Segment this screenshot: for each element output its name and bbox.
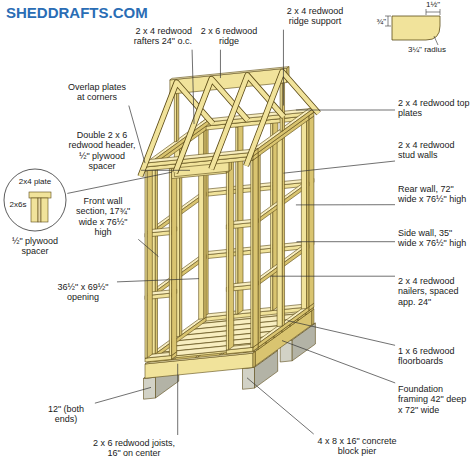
leader-line — [296, 204, 395, 205]
detail-board — [38, 198, 41, 222]
board-face — [312, 309, 314, 325]
board-face — [271, 123, 273, 310]
board-face — [277, 139, 282, 327]
leader-line — [220, 50, 221, 78]
dimension-line — [434, 36, 438, 45]
leader-line — [129, 106, 145, 164]
board-face — [253, 156, 258, 347]
board-profile — [392, 16, 440, 40]
callout-label: Side wall, 35" wide x 76½" high — [398, 228, 470, 249]
board-face — [155, 165, 157, 354]
callout-label: 2 x 4 redwood top plates — [398, 98, 470, 119]
callout-label: 12" (both ends) — [40, 404, 92, 425]
framing-board — [301, 120, 308, 309]
board-face — [251, 160, 253, 347]
leader-line — [283, 161, 395, 173]
framing-board — [174, 92, 178, 142]
leader-line — [138, 239, 158, 256]
leader-line — [296, 110, 395, 111]
rafter-end-detail — [385, 9, 440, 45]
board-face — [258, 155, 260, 344]
leader-line — [288, 321, 396, 346]
framing-board — [145, 352, 255, 379]
leader-line — [141, 170, 190, 171]
callout-label: Rear wall, 72" wide x 76½" high — [398, 184, 470, 205]
rafters — [140, 72, 318, 176]
board-face — [144, 377, 156, 399]
callout-label: ¾" — [372, 17, 386, 26]
callout-label: 2 x 4 redwood stud walls — [398, 140, 470, 161]
detail-board — [29, 192, 51, 198]
framing-board — [145, 167, 152, 358]
callout-label: Foundation framing 42" deep x 72" wide — [398, 384, 470, 415]
board-face — [172, 165, 177, 356]
leader-line — [95, 387, 151, 403]
leader-line — [282, 341, 395, 383]
rafter — [246, 72, 319, 166]
board-face — [307, 120, 309, 309]
dimension-line — [426, 9, 440, 15]
framing-board — [145, 149, 258, 167]
callout-label: Overlap plates at corners — [66, 82, 128, 103]
framing-board — [226, 159, 233, 350]
leader-line — [270, 276, 395, 277]
rafter-outline — [246, 72, 319, 166]
callout-label: 36½" x 69½" opening — [52, 282, 114, 303]
board-face — [145, 171, 147, 358]
board-face — [174, 94, 176, 142]
board-face — [253, 352, 255, 368]
circle-border — [4, 169, 66, 231]
leader-line — [192, 50, 194, 124]
callout-label: Front wall section, 17¾" wide x 76½" hig… — [70, 196, 136, 237]
framing-board — [280, 81, 284, 131]
board-face — [301, 121, 306, 309]
callout-label: 2 x 4 redwood ridge support — [282, 6, 348, 27]
detail-label: 2x6s — [8, 201, 28, 210]
callout-label: Double 2 x 6 redwood header, ½" plywood … — [66, 130, 138, 171]
leader-line — [177, 364, 178, 435]
board-face — [243, 367, 255, 389]
callout-label: 3¼" radius — [408, 45, 468, 54]
rafter-outline — [175, 79, 248, 173]
framing-board — [271, 120, 278, 311]
board-face — [280, 83, 282, 131]
rafter — [175, 79, 248, 173]
callout-label: 2 x 6 redwood joists, 16" on center — [88, 438, 180, 459]
callout-label: 1½" — [420, 0, 446, 9]
callout-label: 2 x 4 redwood rafters 24" o.c. — [108, 26, 192, 47]
board-face — [226, 163, 228, 350]
framing-board — [277, 137, 284, 326]
detail-board — [31, 198, 38, 222]
board-face — [282, 137, 284, 326]
board-face — [147, 167, 152, 358]
detail-circle: 2x4 plate 2x6s — [3, 168, 67, 232]
board-face — [145, 149, 258, 163]
callout-label: 4 x 8 x 16" concrete block pier — [316, 436, 398, 457]
leader-line — [117, 279, 199, 282]
callout-label: 1 x 6 redwood floorboards — [398, 346, 470, 367]
callout-label: 2 x 6 redwood ridge — [200, 26, 258, 47]
watermark: SHEDDRAFTS.COM — [6, 4, 206, 21]
detail-board — [41, 198, 48, 222]
board-face — [177, 92, 179, 142]
board-face — [169, 168, 171, 355]
callout-label: ½" plywood spacer — [2, 236, 68, 257]
framing-board — [170, 67, 289, 95]
callout-label: 2 x 4 redwood nailers, spaced app. 24" — [398, 276, 470, 307]
board-face — [229, 159, 234, 350]
board-face — [309, 116, 314, 307]
leader-line — [297, 241, 396, 242]
board-face — [170, 67, 289, 80]
leader-line — [247, 378, 314, 434]
framing-board — [169, 165, 176, 356]
framing-board — [251, 156, 258, 347]
leader-line — [67, 172, 172, 193]
leader-line — [283, 30, 284, 106]
detail-label: 2x4 plate — [11, 178, 59, 187]
